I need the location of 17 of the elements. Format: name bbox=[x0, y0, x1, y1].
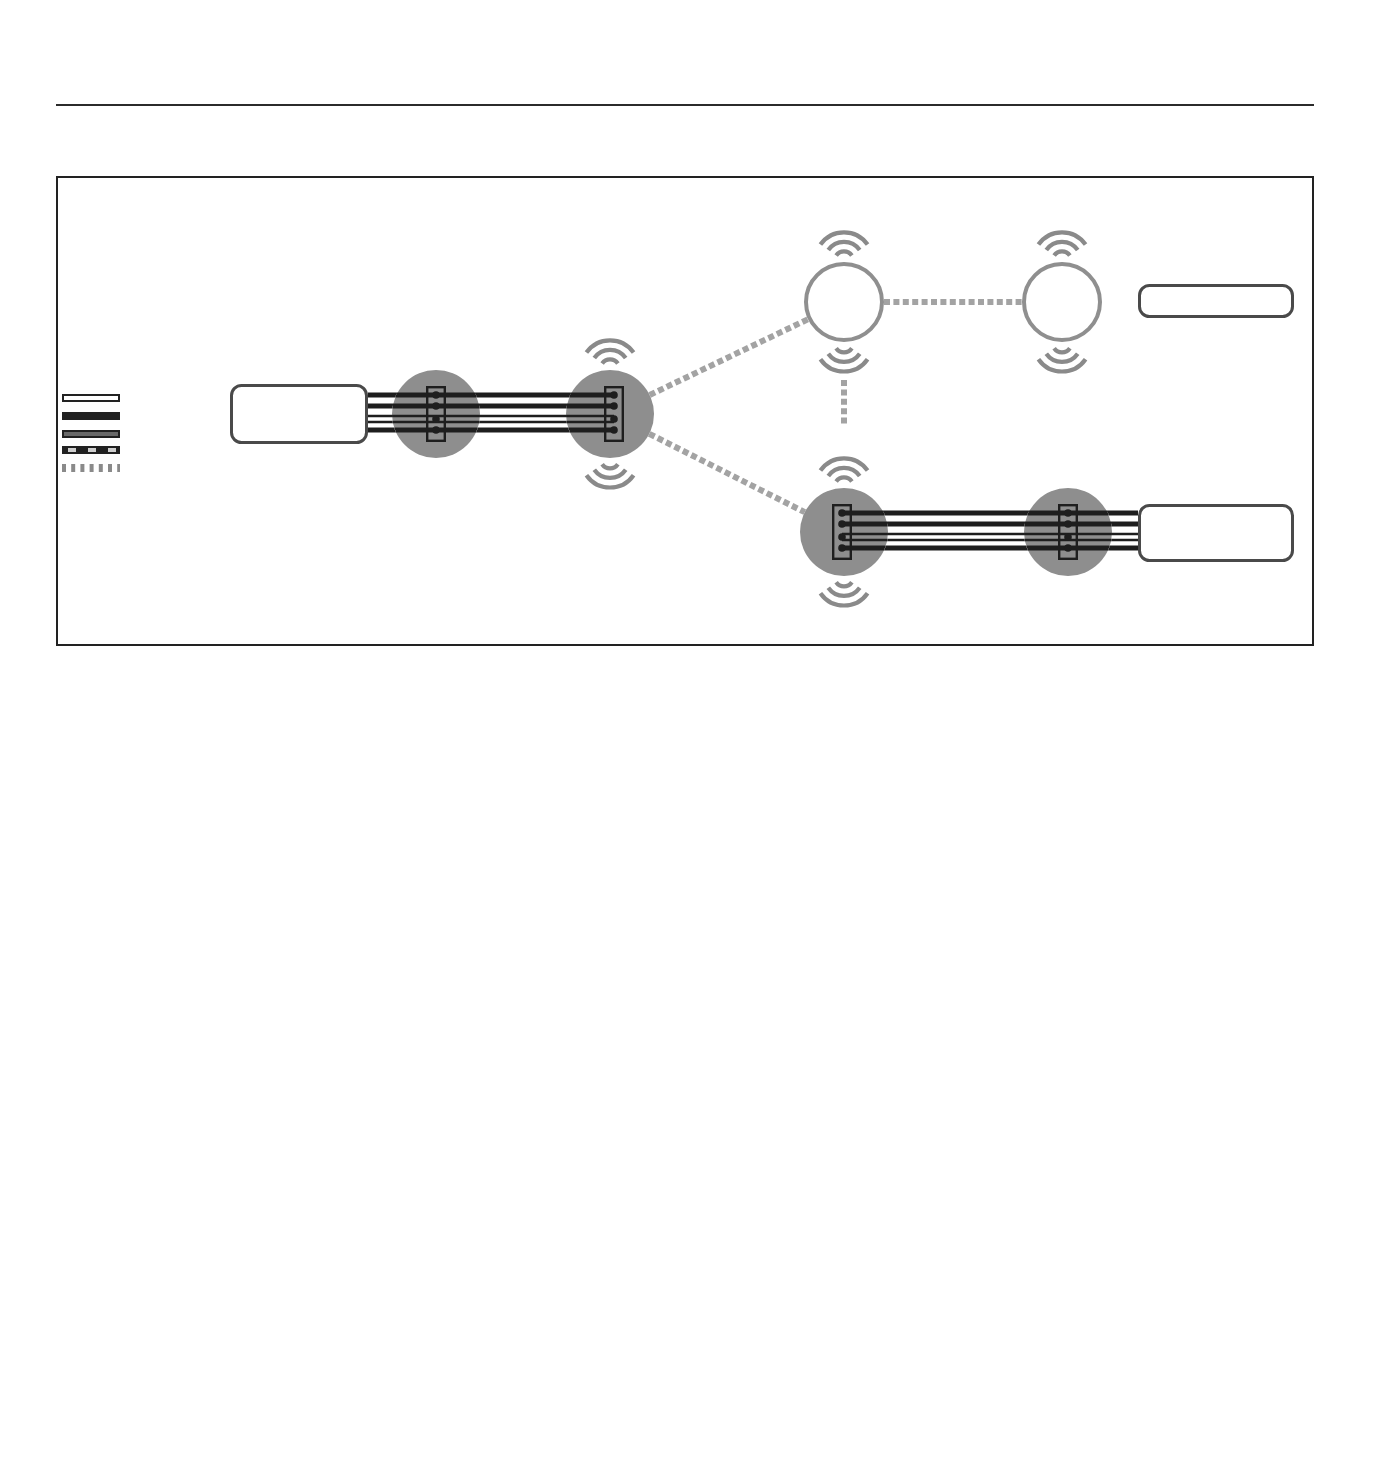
mounting-base bbox=[392, 370, 480, 458]
device-box bbox=[230, 384, 368, 444]
mounting-base bbox=[566, 370, 654, 458]
wire-bundle bbox=[366, 392, 399, 433]
alarm-ring bbox=[1022, 262, 1102, 342]
wire-bundle bbox=[473, 392, 573, 433]
dotted-link-line bbox=[841, 380, 847, 426]
mounting-base bbox=[800, 488, 888, 576]
wire-bundle bbox=[1105, 510, 1140, 551]
dotted-link-line bbox=[647, 431, 807, 515]
dotted-link-line bbox=[648, 316, 810, 398]
device-box bbox=[1138, 284, 1294, 318]
mounting-base bbox=[1024, 488, 1112, 576]
wire-bundle bbox=[881, 510, 1031, 551]
alarm-ring bbox=[804, 262, 884, 342]
dotted-link-line bbox=[884, 299, 1022, 305]
device-box bbox=[1138, 504, 1294, 562]
